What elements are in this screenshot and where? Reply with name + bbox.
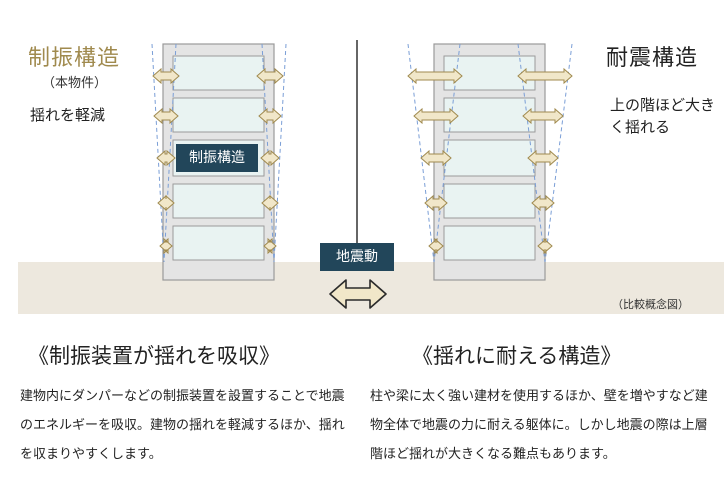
damper-effect-label: 揺れを軽減 bbox=[30, 106, 106, 124]
sway-arrow bbox=[407, 67, 463, 85]
floor-window bbox=[172, 97, 265, 133]
sway-arrows bbox=[152, 67, 573, 255]
damper-heading: 《制振装置が揺れを吸収》 bbox=[28, 344, 280, 368]
sway-arrow bbox=[260, 149, 280, 167]
floor-window bbox=[172, 225, 265, 261]
sway-arrow bbox=[428, 237, 444, 255]
sway-arrow bbox=[263, 237, 277, 255]
floor-window bbox=[443, 225, 536, 261]
sway-arrow bbox=[527, 149, 559, 167]
floor-window bbox=[443, 97, 536, 133]
sway-arrow bbox=[413, 107, 459, 125]
ground-motion-badge: 地震動 bbox=[320, 243, 394, 271]
sway-arrow bbox=[156, 149, 176, 167]
floor-window bbox=[172, 55, 265, 91]
sway-arrow bbox=[258, 107, 282, 125]
sway-arrow bbox=[261, 194, 279, 212]
sway-arrow bbox=[531, 194, 555, 212]
seismic-structure-title: 耐震構造 bbox=[606, 46, 699, 71]
damper-description: 建物内にダンパーなどの制振装置を設置することで地震のエネルギーを吸収。建物の揺れ… bbox=[20, 389, 345, 462]
comparison-note: （比較概念図） bbox=[612, 298, 689, 311]
sway-arrow bbox=[152, 67, 180, 85]
sway-arrow bbox=[420, 149, 452, 167]
floor-window bbox=[443, 139, 536, 177]
sway-arrow bbox=[157, 194, 175, 212]
damper-badge: 制振構造 bbox=[176, 144, 258, 172]
ground-motion-arrow bbox=[329, 279, 387, 309]
seismic-heading: 《揺れに耐える構造》 bbox=[412, 344, 622, 368]
sway-arrow bbox=[517, 67, 573, 85]
sway-arrow bbox=[424, 194, 448, 212]
sway-arrow bbox=[153, 107, 179, 125]
floor-window bbox=[443, 183, 536, 219]
sway-arrow bbox=[522, 107, 564, 125]
seismic-description: 柱や梁に太く強い建材を使用するほか、壁を増やすなど建物全体で地震の力に耐える躯体… bbox=[370, 389, 708, 462]
sway-arrow bbox=[159, 237, 173, 255]
floor-window bbox=[172, 183, 265, 219]
sway-arrow bbox=[537, 237, 553, 255]
damper-structure-title: 制振構造 bbox=[28, 46, 121, 71]
sway-arrow bbox=[256, 67, 284, 85]
seismic-effect-label: 上の階ほど大きく揺れる bbox=[610, 96, 716, 136]
this-property-label: （本物件） bbox=[42, 76, 108, 91]
